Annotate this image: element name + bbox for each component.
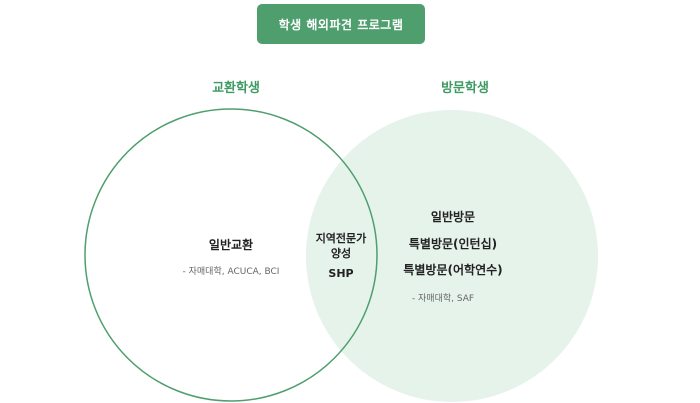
- visiting-item-language: 특별방문(어학연수): [403, 263, 503, 277]
- overlap-program-shp: SHP: [328, 267, 354, 280]
- exchange-note: - 자매대학, ACUCA, BCI: [182, 267, 280, 277]
- overlap-line1: 지역전문가: [315, 232, 367, 245]
- visiting-item-regular: 일반방문: [430, 210, 476, 224]
- visiting-student-circle: [306, 110, 598, 402]
- exchange-student-label: 교환학생: [212, 81, 260, 96]
- visiting-student-label: 방문학생: [441, 81, 489, 96]
- overlap-line2: 양성: [330, 247, 352, 260]
- visiting-item-internship: 특별방문(인턴십): [408, 237, 498, 251]
- exchange-item-regular: 일반교환: [208, 238, 254, 252]
- visiting-note: - 자매대학, SAF: [411, 294, 475, 304]
- program-title-badge: 학생 해외파견 프로그램: [257, 4, 425, 44]
- exchange-student-circle: [84, 108, 378, 402]
